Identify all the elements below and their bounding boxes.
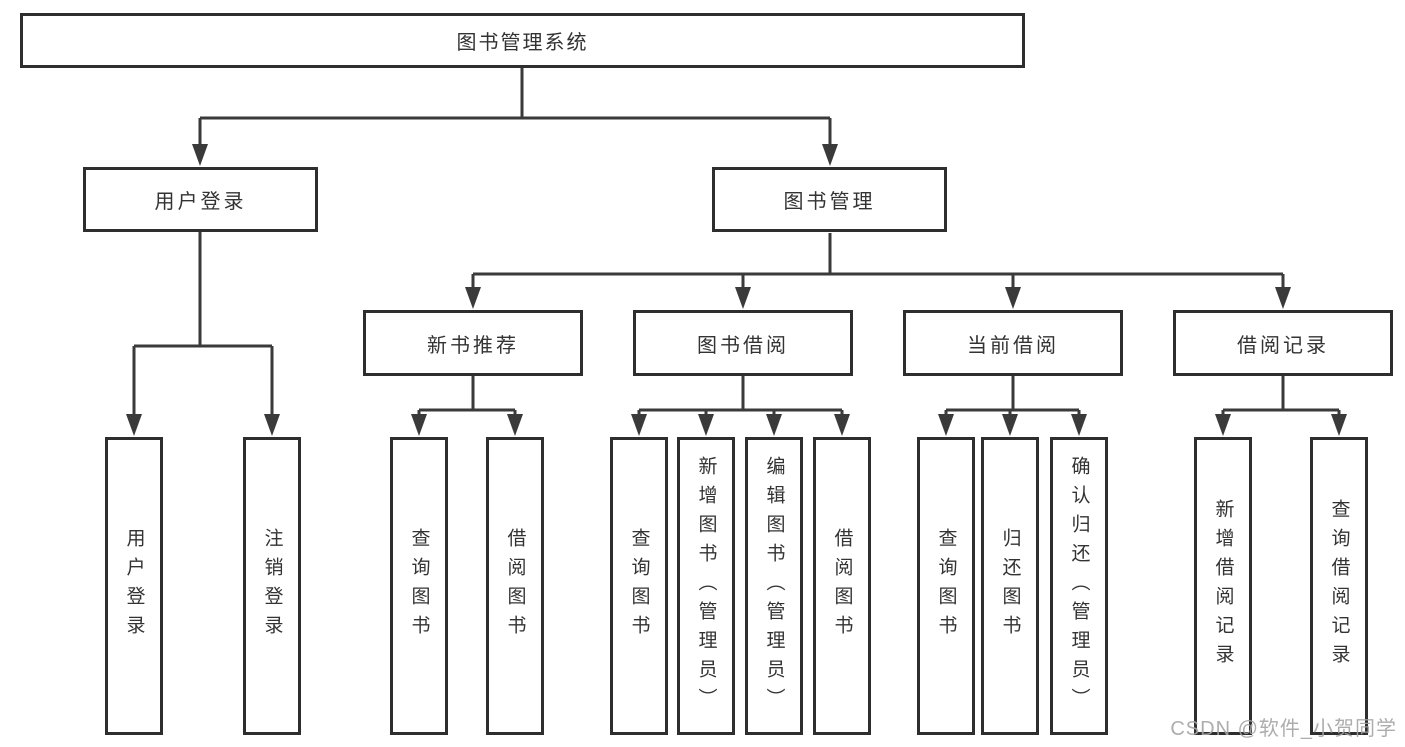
leaf-borrow-books-recommend: 借阅图书 (486, 437, 544, 735)
leaf-user-login: 用户登录 (105, 437, 163, 735)
leaf-query-books-current: 查询图书 (917, 437, 975, 735)
node-label: 图书管理 (783, 191, 876, 213)
leaf-query-borrow-record: 查询借阅记录 (1310, 437, 1368, 735)
leaf-label: 用户登录 (123, 528, 145, 644)
node-borrowing-records: 借阅记录 (1173, 310, 1393, 376)
node-book-borrowing: 图书借阅 (633, 310, 853, 376)
node-new-book-recommendation: 新书推荐 (363, 310, 583, 376)
node-book-management: 图书管理 (712, 167, 947, 232)
leaf-label: 新增图书（管理员） (695, 455, 717, 717)
leaf-label: 注销登录 (261, 528, 283, 644)
leaf-label: 归还图书 (999, 528, 1021, 644)
leaf-label: 借阅图书 (504, 528, 526, 644)
node-label: 图书借阅 (697, 334, 789, 357)
leaf-edit-book-admin: 编辑图书（管理员） (745, 437, 803, 735)
leaf-label: 编辑图书（管理员） (763, 455, 785, 717)
leaf-label: 查询图书 (408, 528, 430, 644)
leaf-label: 确认归还（管理员） (1068, 455, 1090, 717)
node-current-borrowing: 当前借阅 (903, 310, 1123, 376)
leaf-logout: 注销登录 (243, 437, 301, 735)
node-label: 借阅记录 (1237, 334, 1329, 357)
leaf-label: 新增借阅记录 (1212, 499, 1234, 673)
csdn-watermark: CSDN @软件_小贺同学 (1170, 718, 1397, 740)
node-label: 图书管理系统 (456, 32, 589, 54)
node-root-system: 图书管理系统 (20, 13, 1025, 68)
leaf-confirm-return-admin: 确认归还（管理员） (1050, 437, 1108, 735)
node-label: 新书推荐 (427, 334, 519, 357)
node-label: 当前借阅 (967, 334, 1059, 357)
leaf-query-books-recommend: 查询图书 (390, 437, 448, 735)
node-label: 用户登录 (154, 191, 247, 213)
connector-paths (132, 68, 1341, 418)
arrowheads (126, 144, 1347, 436)
node-user-login: 用户登录 (83, 167, 318, 232)
leaf-return-books: 归还图书 (981, 437, 1039, 735)
leaf-label: 查询图书 (628, 528, 650, 644)
leaf-borrow-books: 借阅图书 (813, 437, 871, 735)
leaf-add-book-admin: 新增图书（管理员） (677, 437, 735, 735)
leaf-label: 借阅图书 (831, 528, 853, 644)
leaf-label: 查询借阅记录 (1328, 499, 1350, 673)
leaf-label: 查询图书 (935, 528, 957, 644)
leaf-add-borrow-record: 新增借阅记录 (1194, 437, 1252, 735)
leaf-query-books-borrow: 查询图书 (610, 437, 668, 735)
